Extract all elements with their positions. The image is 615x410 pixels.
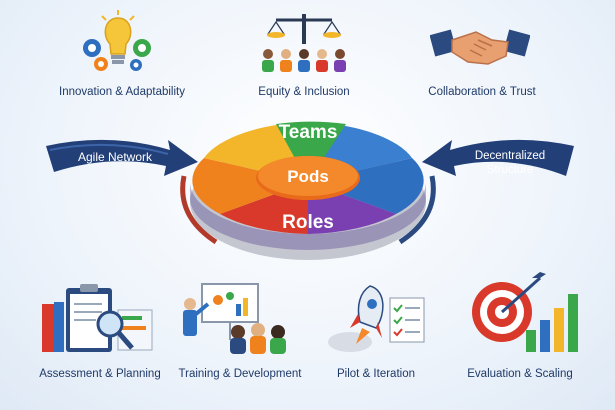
- innovation-label: Innovation & Adaptability: [59, 86, 185, 98]
- decentralized-arrow: [420, 136, 580, 196]
- training-label: Training & Development: [178, 368, 302, 380]
- roles-label: Roles: [282, 212, 334, 233]
- teams-label: Teams: [279, 122, 338, 143]
- center-disc: Teams Pods Roles: [176, 106, 440, 266]
- decentralized-label-line2: Structure: [486, 164, 534, 176]
- decentralized-label-line1: Decentralized: [474, 150, 546, 162]
- rocket-icon: [320, 278, 430, 356]
- handshake-icon: [430, 18, 530, 74]
- pods-label: Pods: [287, 167, 329, 186]
- pilot-label: Pilot & Iteration: [337, 368, 415, 380]
- agile-network-arrow: [40, 136, 200, 192]
- assessment-label: Assessment & Planning: [39, 368, 161, 380]
- target-icon: [462, 272, 582, 356]
- training-icon: [178, 280, 298, 356]
- clipboard-icon: [40, 280, 160, 356]
- agile-network-label: Agile Network: [77, 150, 153, 164]
- innovation-icon: [78, 8, 158, 76]
- scale-icon: [254, 10, 354, 74]
- equity-label: Equity & Inclusion: [258, 86, 350, 98]
- evaluation-label: Evaluation & Scaling: [467, 368, 573, 380]
- collaboration-label: Collaboration & Trust: [428, 86, 536, 98]
